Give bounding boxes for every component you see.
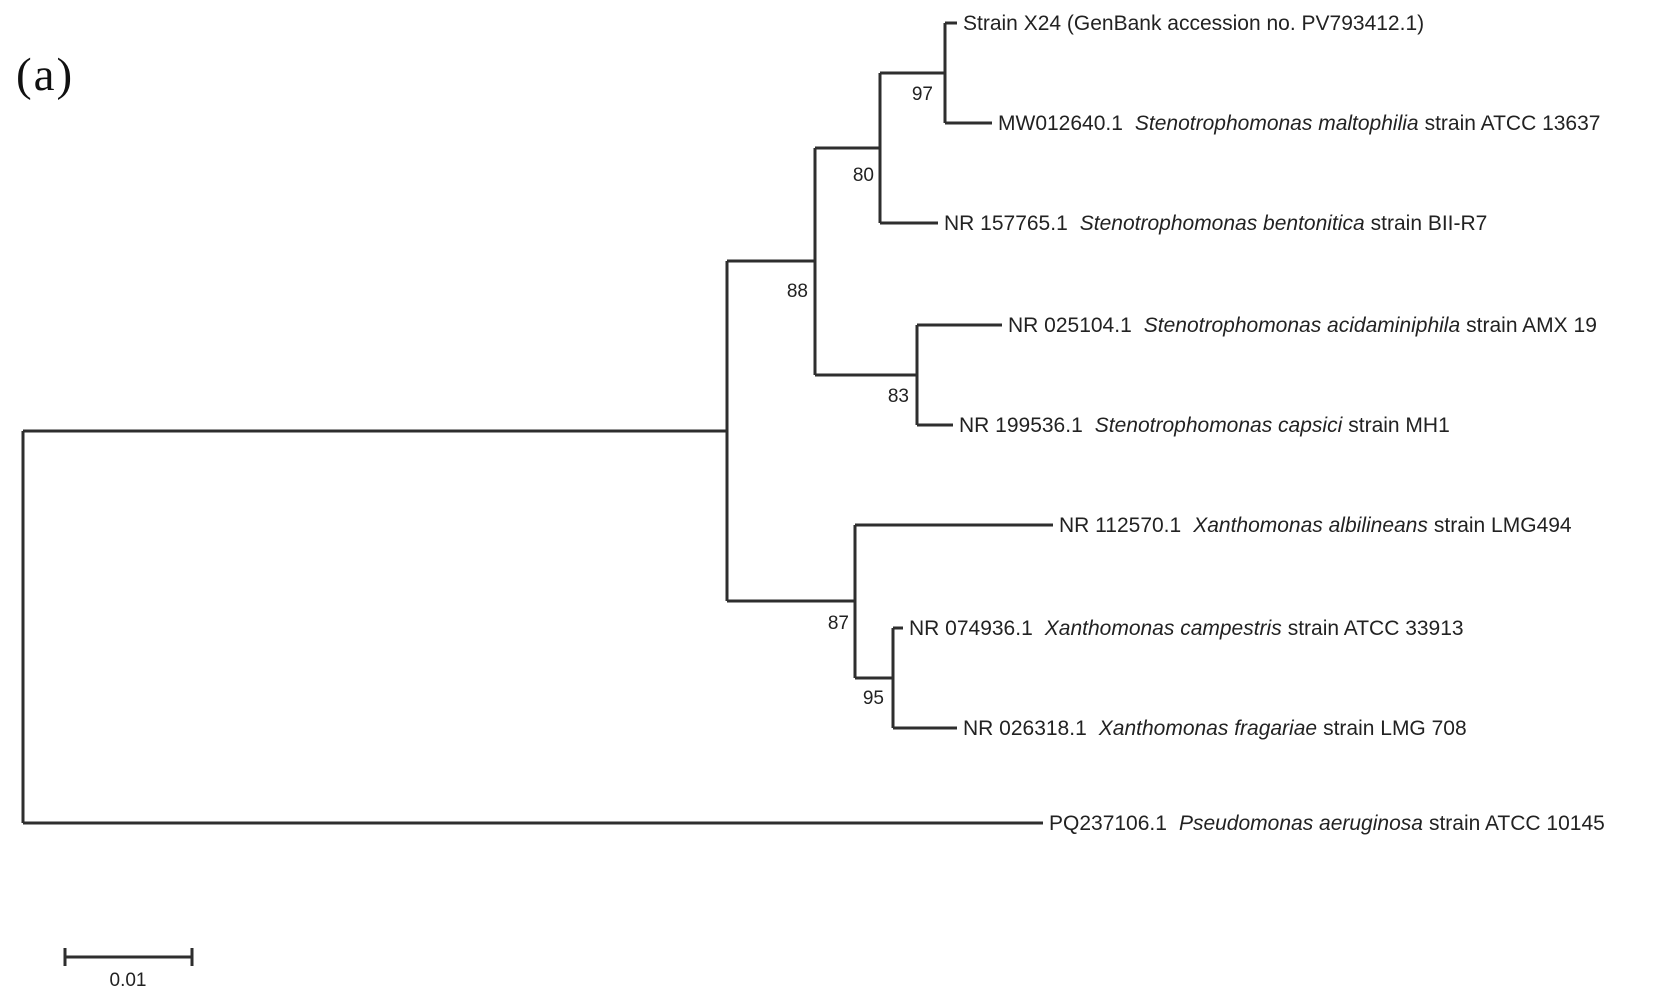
bootstrap-value: 95 [863, 688, 884, 709]
bootstrap-value: 83 [888, 386, 909, 407]
bootstrap-value: 88 [787, 281, 808, 302]
scale-bar-label: 0.01 [110, 970, 147, 991]
taxon-label-strain-x24: Strain X24 (GenBank accession no. PV7934… [963, 12, 1424, 35]
bootstrap-value: 97 [912, 84, 933, 105]
panel-label: (a) [16, 49, 75, 101]
bootstrap-value: 87 [828, 613, 849, 634]
bootstrap-value: 80 [853, 165, 874, 186]
